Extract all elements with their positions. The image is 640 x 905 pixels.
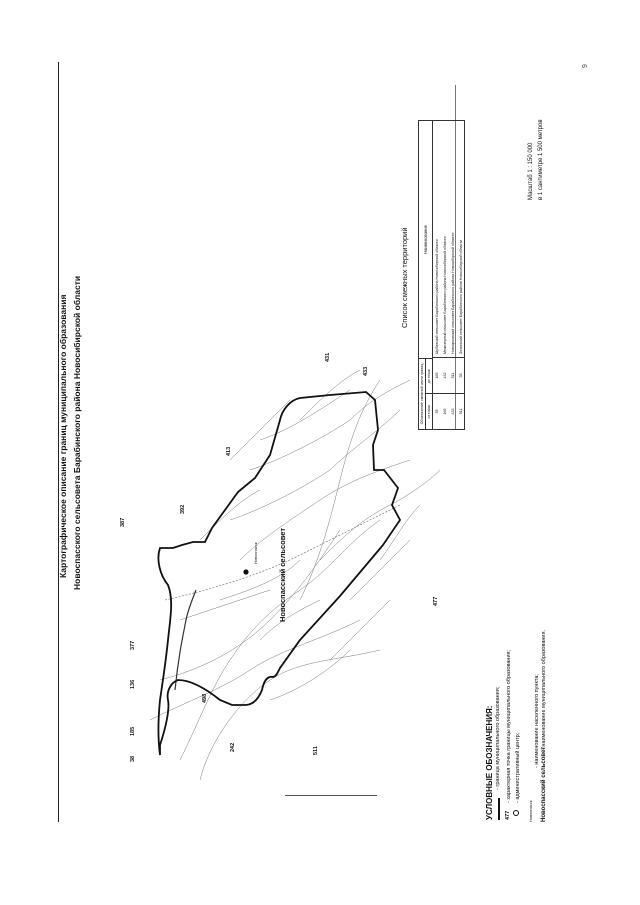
settlement-map-label: Новоспасск: [253, 542, 258, 564]
point-label: 136: [130, 679, 136, 689]
table-cell-from: 35: [433, 393, 441, 429]
right-frame-line: [455, 85, 456, 430]
table-row: 433 511 Новоярковский сельсовет Барабинс…: [449, 121, 457, 429]
table-row: 511 35 Зюзинский сельсовет Барабинского …: [457, 121, 465, 429]
legend-boundary-symbol: [498, 798, 500, 820]
scale-line1: Масштаб 1 : 150 000: [528, 142, 534, 200]
point-label: 38: [130, 755, 136, 762]
table-cell-to: 165: [433, 357, 441, 393]
road-network: [149, 369, 441, 781]
table-row: 35 165 Шубинский сельсовет Барабинского …: [433, 121, 441, 429]
admin-center-marker: [243, 569, 249, 575]
table-cell-to: 35: [457, 357, 465, 393]
table-cell-name: Новоярковский сельсовет Барабинского рай…: [451, 232, 455, 354]
legend-item-text: - наименование муниципального образовани…: [541, 629, 547, 750]
point-label: 433: [363, 366, 369, 376]
legend-item-text: - характерная точка границы муниципально…: [506, 649, 512, 803]
point-label: 413: [226, 446, 232, 456]
bottom-divider-line: [285, 795, 377, 796]
point-label: 242: [230, 742, 236, 752]
table-header-from: от точки: [426, 393, 432, 429]
table-cell-from: 165: [441, 393, 449, 429]
legend-item-text: - наименование населенного пункта;: [534, 674, 540, 768]
adjacent-table-title: Список смежных территорий: [400, 227, 409, 328]
legend-point-symbol: 477: [505, 810, 511, 820]
municipality-map-label: Новоспасский сельсовет: [278, 528, 287, 622]
point-label: 511: [313, 746, 319, 755]
table-header-to: до точки: [427, 369, 431, 384]
table-cell-to: 511: [449, 357, 457, 393]
point-label: 387: [120, 517, 126, 527]
municipal-boundary: [157, 391, 402, 756]
point-label: 185: [130, 726, 136, 736]
table-header-group: Обозначение смежной части границ: [419, 359, 426, 429]
left-frame-line: [58, 62, 59, 822]
table-header-name: Наименование: [423, 224, 428, 255]
adjacent-table: Обозначение смежной части границ от точк…: [418, 120, 465, 430]
point-label: 498: [202, 693, 208, 703]
table-cell-name: Межозерный сельсовет Барабинского района…: [443, 236, 447, 354]
legend-title: УСЛОВНЫЕ ОБОЗНАЧЕНИЯ:: [485, 705, 494, 820]
point-label: 431: [325, 352, 331, 362]
point-label: 377: [130, 640, 136, 650]
table-cell-name: Зюзинский сельсовет Барабинского района …: [459, 240, 463, 354]
table-cell-from: 511: [457, 393, 465, 429]
table-cell-name: Шубинский сельсовет Барабинского района …: [435, 239, 439, 354]
legend-item-text: - административный центр;: [515, 732, 521, 803]
river: [174, 589, 197, 691]
railway-line: [164, 504, 401, 601]
table-cell-from: 433: [449, 393, 457, 429]
point-label: 477: [433, 596, 439, 606]
legend-municipality-symbol: Новоспасский сельсовет: [541, 746, 547, 822]
table-cell-to: 432: [441, 357, 449, 393]
point-label: 392: [180, 504, 186, 514]
scale-line2: в 1 сантиметре 1 500 метров: [538, 119, 544, 200]
admin-center-icon: [513, 810, 519, 816]
legend-item-text: - граница муниципального образования;: [495, 686, 501, 790]
table-row: 165 432 Межозерный сельсовет Барабинског…: [441, 121, 449, 429]
legend-settlement-symbol: Новоспасск: [528, 800, 533, 822]
